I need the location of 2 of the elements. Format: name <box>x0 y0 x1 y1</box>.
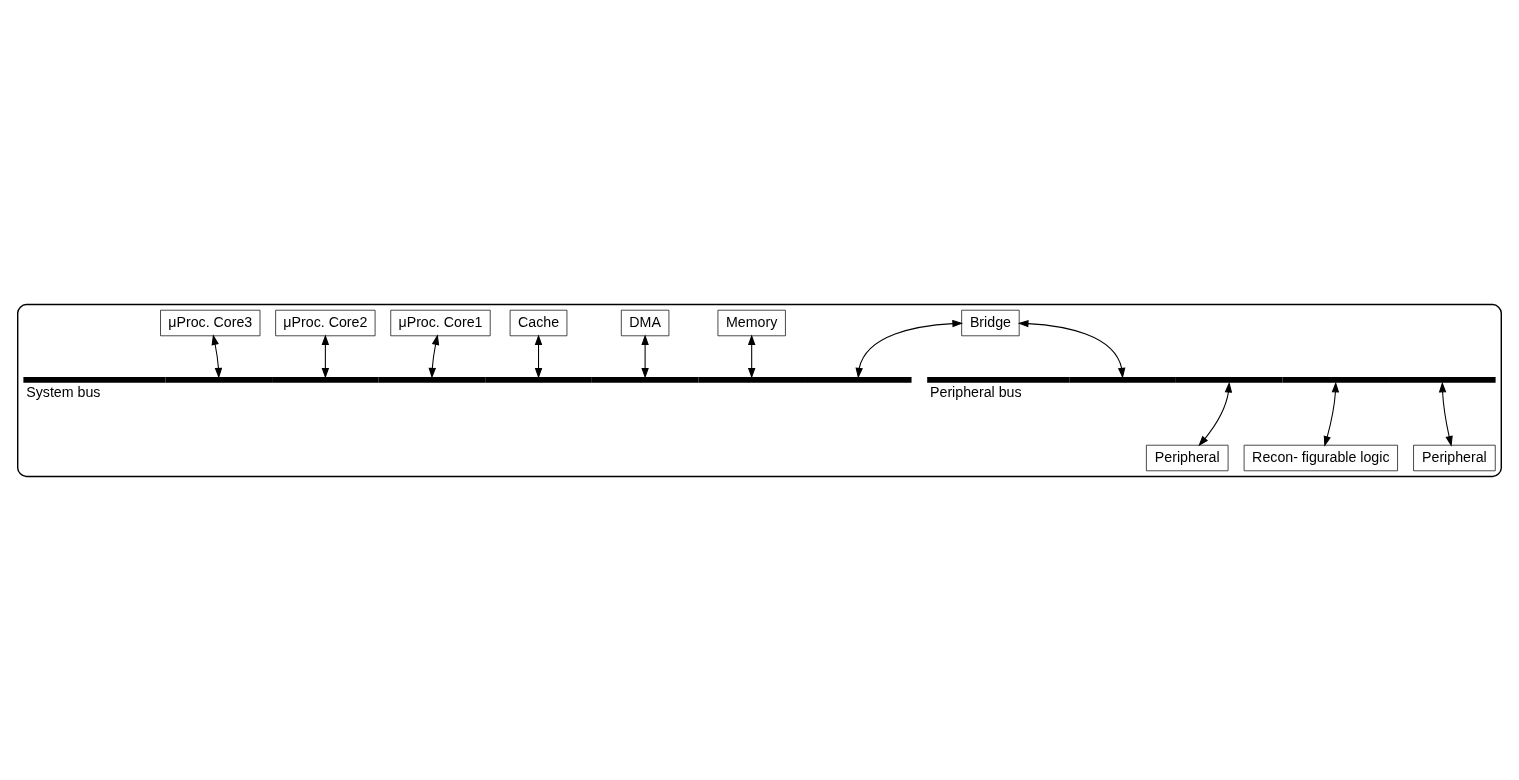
node-label: System bus <box>26 383 101 400</box>
node-label: Peripheral bus <box>930 383 1022 400</box>
